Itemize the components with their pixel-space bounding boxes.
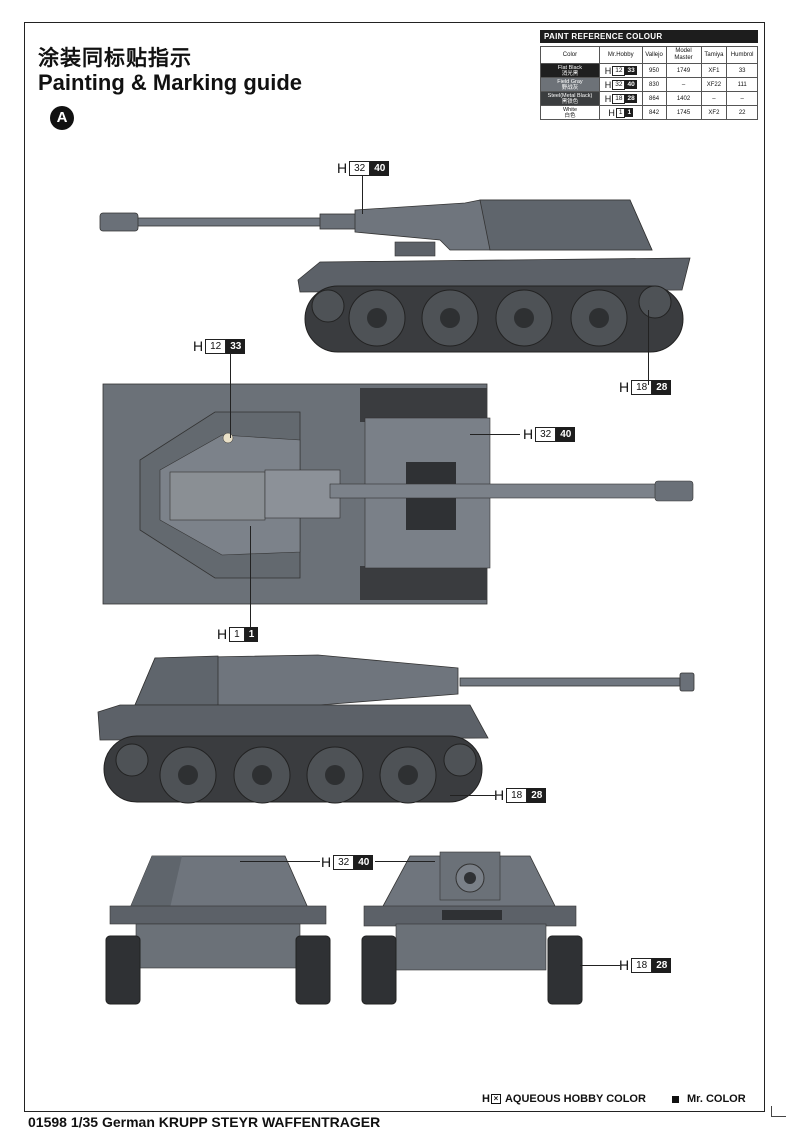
road-wheels-side2 xyxy=(115,743,477,804)
leader-line xyxy=(580,965,620,966)
page-frame xyxy=(24,22,765,1112)
aqueous-h-mark: H xyxy=(482,1093,490,1105)
title-chinese: 涂装同标贴指示 xyxy=(38,46,192,70)
paint-reference-table: PAINT REFERENCE COLOUR Color Mr.Hobby Va… xyxy=(540,30,758,120)
color-name: Steel(Metal Black) xyxy=(547,92,593,99)
leader-line xyxy=(230,352,231,438)
corner-mark xyxy=(771,1106,786,1117)
color-name: Field Gray xyxy=(557,78,583,85)
box-x-icon: × xyxy=(490,1094,501,1104)
leader-line xyxy=(648,310,649,385)
col-model-master: Model Master xyxy=(665,46,702,64)
color-name-cn: 野战灰 xyxy=(561,84,579,91)
color-name-cn: 消光黑 xyxy=(561,70,579,77)
color-name-cn: 白色 xyxy=(564,112,576,119)
legend-aqueous: H × AQUEOUS HOBBY COLOR xyxy=(482,1093,646,1105)
scheme-badge: A xyxy=(50,106,74,130)
road-wheels-side1 xyxy=(311,285,672,347)
color-name-cn: 黑铁色 xyxy=(561,98,579,105)
humbrol-code: 22 xyxy=(726,105,758,120)
model-master-code: 1745 xyxy=(665,105,702,120)
leader-line xyxy=(450,795,495,796)
paint-table: Color Mr.Hobby Vallejo Model Master Tami… xyxy=(540,46,758,120)
leader-line xyxy=(470,434,520,435)
leader-line xyxy=(375,861,435,862)
tamiya-code: XF2 xyxy=(700,105,728,120)
leader-line xyxy=(250,526,251,632)
black-square-icon xyxy=(672,1095,679,1103)
color-name: Flat Black xyxy=(557,64,583,71)
mr-color-label: Mr. COLOR xyxy=(687,1093,746,1105)
leader-line xyxy=(362,176,363,214)
legend-mr-color: Mr. COLOR xyxy=(672,1093,746,1105)
leader-line xyxy=(240,861,320,862)
paint-table-heading: PAINT REFERENCE COLOUR xyxy=(540,30,758,43)
aqueous-label: AQUEOUS HOBBY COLOR xyxy=(504,1093,646,1105)
footer-title: 01598 1/35 German KRUPP STEYR WAFFENTRAG… xyxy=(28,1114,381,1130)
color-name: White xyxy=(562,106,577,113)
title-english: Painting & Marking guide xyxy=(38,70,303,95)
